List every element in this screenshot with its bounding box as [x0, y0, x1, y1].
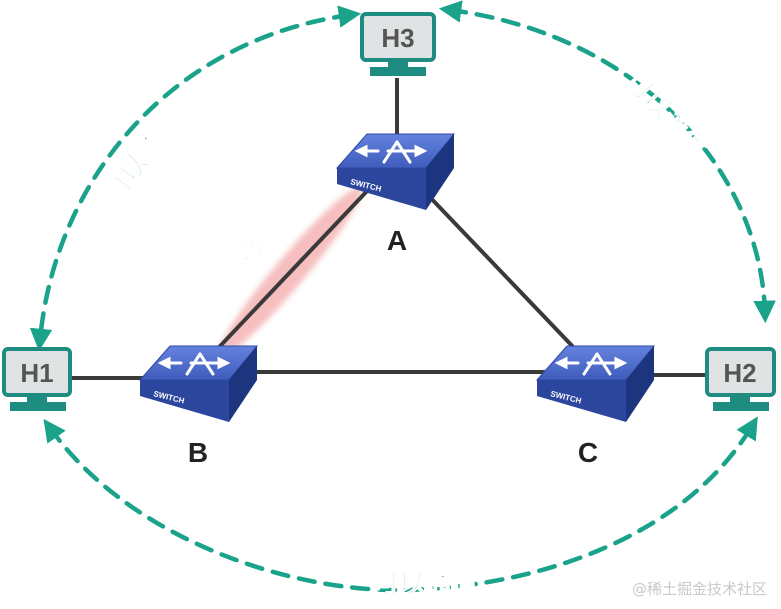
comm-arc-right [438, 0, 776, 324]
comm-label-left: 可以通信 [99, 106, 183, 208]
comm-label-right: 可以通信 [620, 66, 712, 163]
host-h3-label: H3 [381, 23, 414, 53]
switch-c-arrows-icon [554, 352, 628, 376]
host-h2[interactable]: H2 [705, 347, 776, 411]
host-h3[interactable]: H3 [360, 12, 436, 76]
host-h1-label: H1 [20, 358, 53, 388]
comm-arc-bottom [43, 416, 758, 593]
switch-a-letter: A [387, 225, 407, 256]
host-h1[interactable]: H1 [2, 347, 72, 411]
switch-a-arrows-icon [354, 140, 428, 164]
switch-b-arrows-icon [157, 352, 231, 376]
switch-c-letter: C [578, 437, 598, 468]
switch-c[interactable]: SWITCH [535, 345, 656, 422]
comm-label-bottom: 可以通信 [373, 569, 477, 599]
switch-b[interactable]: SWITCH [138, 345, 259, 422]
switch-a[interactable]: SWITCH [335, 133, 456, 210]
link-a-c [423, 190, 580, 354]
host-h2-label: H2 [723, 358, 756, 388]
switch-b-letter: B [188, 437, 208, 468]
watermark: @稀土掘金技术社区 [631, 580, 767, 598]
comm-arc-left [29, 5, 362, 352]
link-a-b [203, 188, 370, 364]
